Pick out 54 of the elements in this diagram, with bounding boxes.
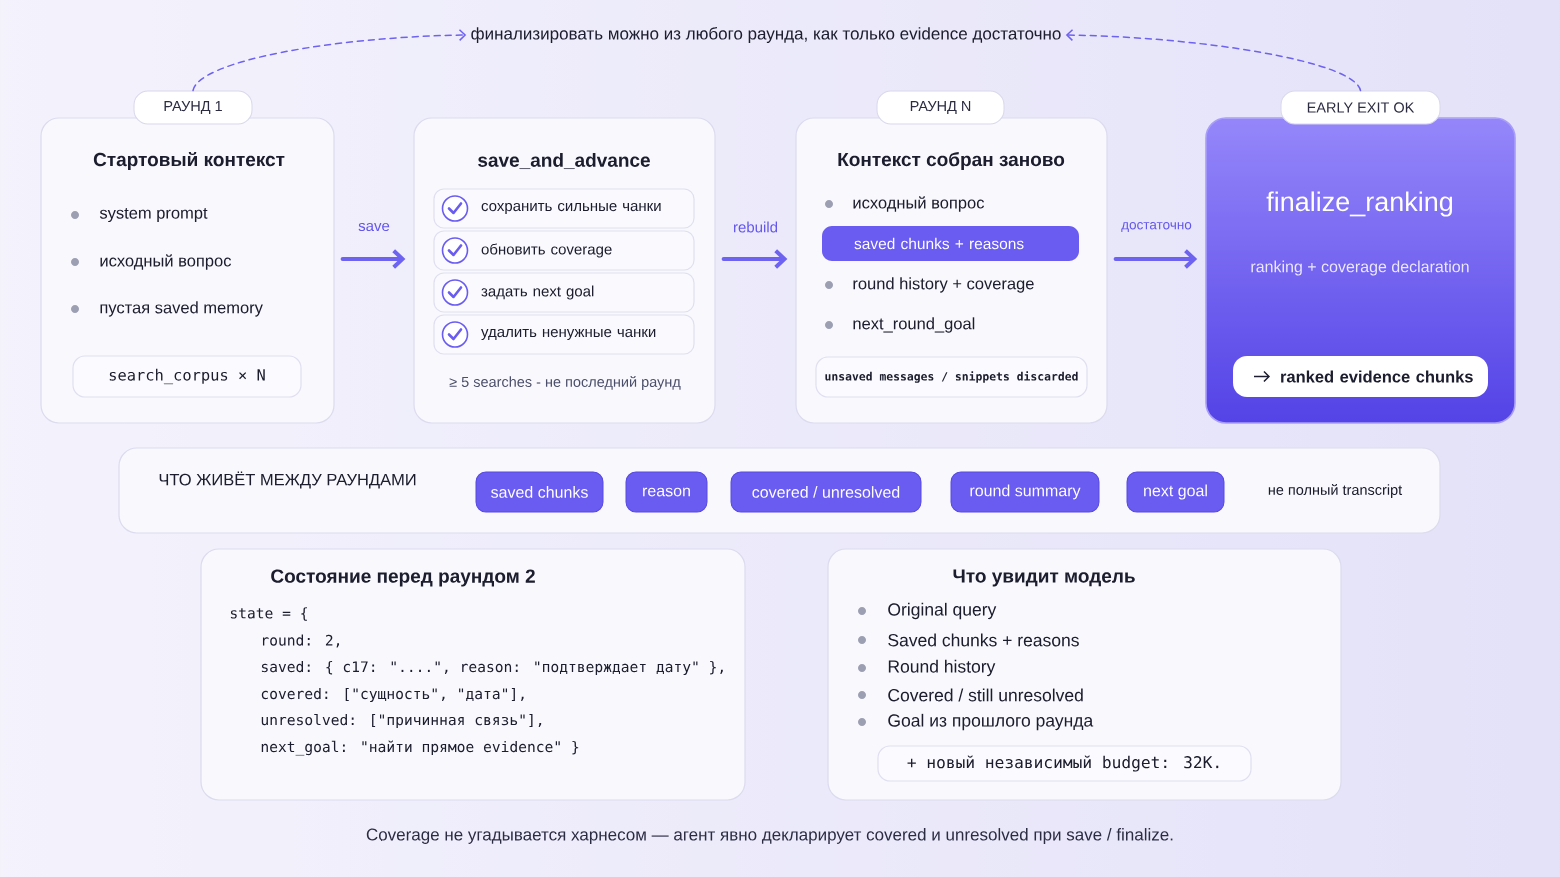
- code-box: unsaved messages / snippets discarded: [815, 356, 1088, 398]
- list-item: исходный вопрос: [853, 196, 984, 212]
- code-line: saved: { c17: "....", reason: "подтверждает дату" },: [261, 660, 723, 676]
- tag-chip: next goal: [1126, 471, 1225, 513]
- code-line: round: 2,: [263, 634, 339, 648]
- note-text: ≥ 5 searches - не последний раунд: [449, 376, 681, 390]
- code-box: + новый независимый budget: 32K.: [877, 745, 1252, 782]
- list-item: пустая saved memory: [100, 301, 263, 317]
- tab-badge: РАУНД N: [876, 90, 1005, 125]
- list-item: Round history: [888, 659, 996, 677]
- caption: Coverage не угадывается харнесом — агент явно декларирует covered и unresolved при save / finalize.: [366, 828, 1173, 844]
- dashed-arrow: [1065, 29, 1362, 92]
- card-title: Состояние перед раундом 2: [271, 569, 535, 587]
- list-item: исходный вопрос: [100, 254, 231, 270]
- note-text: не полный transcript: [1268, 484, 1403, 498]
- result-box: ranked evidence chunks: [1233, 356, 1488, 397]
- checklist-row: задать next goal: [433, 272, 695, 313]
- list-item: Goal из прошлого раунда: [888, 713, 1094, 731]
- list-item: Saved chunks + reasons: [888, 633, 1079, 647]
- highlight-bar: saved chunks + reasons: [822, 226, 1079, 261]
- checklist-row: сохранить сильные чанки: [433, 188, 695, 229]
- code-line: covered: ["сущность", "дата"],: [261, 687, 524, 703]
- panel-heading: ЧТО ЖИВЁТ МЕЖДУ РАУНДАМИ: [159, 471, 416, 489]
- checklist-row: обновить coverage: [433, 230, 695, 271]
- card-title: Стартовый контекст: [93, 151, 285, 171]
- tag-chip: saved chunks: [475, 471, 604, 513]
- tab-badge: EARLY EXIT OK: [1280, 90, 1441, 125]
- checklist-row: удалить ненужные чанки: [433, 314, 695, 355]
- arrow: [340, 249, 406, 269]
- code-line: unresolved: ["причинная связь"],: [261, 713, 542, 729]
- list-item: Covered / still unresolved: [888, 688, 1083, 702]
- card-title: Контекст собран заново: [838, 152, 1065, 170]
- tab-badge: РАУНД 1: [133, 90, 253, 125]
- tag-chip: reason: [625, 471, 708, 513]
- card-subtitle: ranking + coverage declaration: [1251, 260, 1469, 276]
- list-item: Original query: [888, 602, 997, 620]
- edge-label: save: [358, 222, 390, 232]
- card-title: Что увидит модель: [953, 569, 1135, 587]
- code-line: state = {: [230, 607, 307, 621]
- tag-chip: round summary: [950, 471, 1100, 513]
- list-item: next_round_goal: [853, 317, 975, 333]
- card-title: save_and_advance: [478, 152, 650, 170]
- arrow: [1113, 249, 1198, 269]
- card-title: finalize_ranking: [1266, 191, 1452, 217]
- edge-label: rebuild: [734, 221, 778, 233]
- code-line: next_goal: "найти прямое evidence" }: [261, 740, 579, 756]
- list-item: round history + coverage: [853, 277, 1034, 293]
- edge-label: достаточно: [1121, 222, 1192, 232]
- dashed-arrow: [192, 29, 467, 92]
- arrow: [721, 249, 788, 269]
- tag-chip: covered / unresolved: [730, 471, 922, 513]
- list-item: system prompt: [99, 207, 208, 223]
- code-box: search_corpus × N: [72, 355, 302, 398]
- note-text: финализировать можно из любого раунда, как только evidence достаточно: [471, 27, 1061, 43]
